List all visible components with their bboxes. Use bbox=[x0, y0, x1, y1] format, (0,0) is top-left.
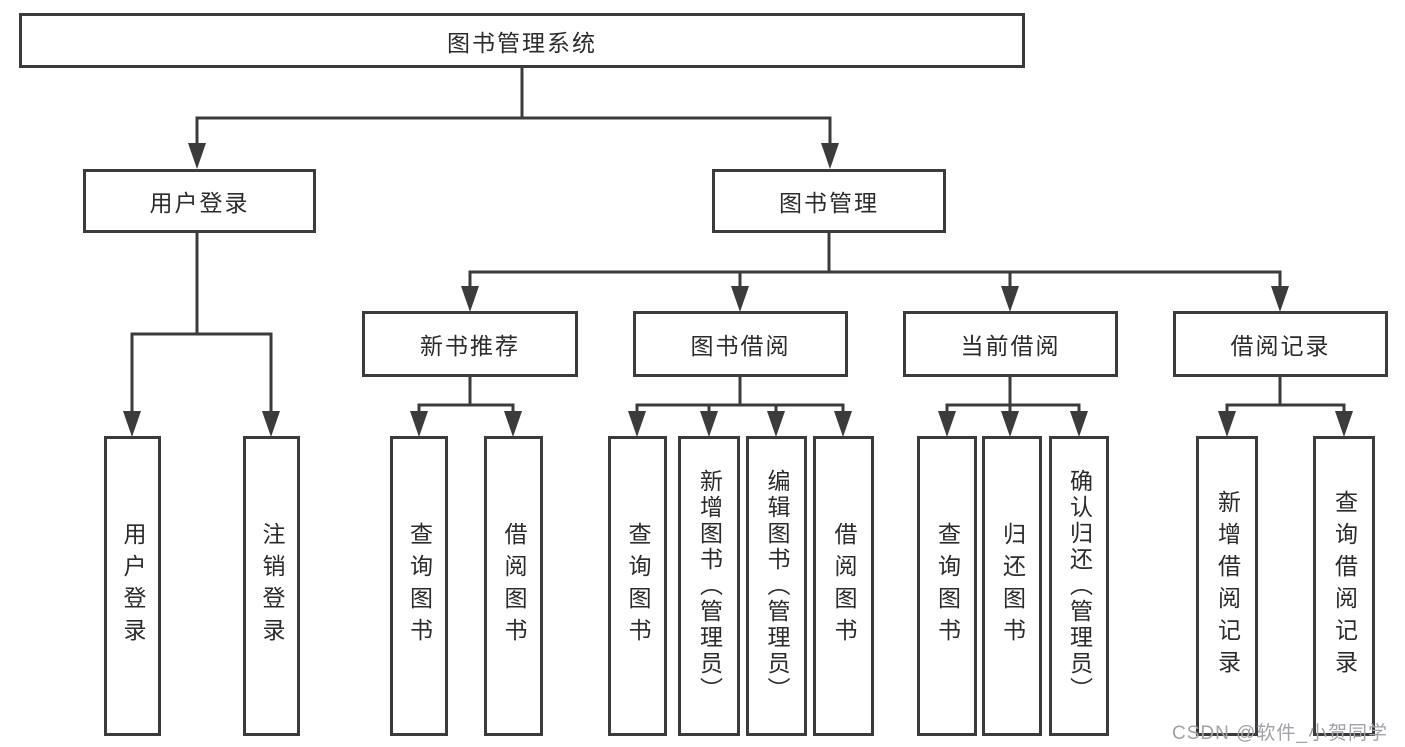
node-leaf-query-books-recommend: 查询图书 bbox=[390, 436, 448, 736]
leaf-label: 编辑图书（管理员） bbox=[764, 469, 790, 703]
arrow-down-icon bbox=[938, 411, 956, 437]
arrow-down-icon bbox=[410, 411, 428, 437]
arrow-down-icon bbox=[1335, 411, 1353, 437]
leaf-label: 查询借阅记录 bbox=[1331, 490, 1358, 682]
arrow-down-icon bbox=[1271, 286, 1289, 312]
arrow-down-icon bbox=[188, 143, 206, 169]
arrow-down-icon bbox=[504, 411, 522, 437]
leaf-label: 新增图书（管理员） bbox=[696, 469, 723, 703]
arrow-down-icon bbox=[461, 286, 479, 312]
node-leaf-logout: 注销登录 bbox=[243, 436, 300, 736]
node-borrow-records: 借阅记录 bbox=[1173, 311, 1388, 377]
node-root-system: 图书管理系统 bbox=[19, 13, 1025, 68]
arrow-down-icon bbox=[123, 411, 141, 437]
node-leaf-user-login: 用户登录 bbox=[104, 436, 161, 736]
leaf-label: 查询图书 bbox=[934, 522, 961, 650]
leaf-label: 确认归还（管理员） bbox=[1066, 469, 1093, 703]
csdn-watermark: CSDN @软件_小贺同学 bbox=[1172, 723, 1388, 744]
node-current-borrow: 当前借阅 bbox=[903, 311, 1118, 377]
leaf-label: 注销登录 bbox=[259, 522, 285, 650]
node-user-login: 用户登录 bbox=[83, 169, 316, 233]
arrow-down-icon bbox=[731, 286, 749, 312]
connector-recommend-branch bbox=[417, 377, 515, 416]
leaf-label: 归还图书 bbox=[999, 522, 1026, 650]
arrow-down-icon bbox=[1001, 286, 1019, 312]
leaf-label: 查询图书 bbox=[406, 522, 433, 650]
node-leaf-borrow-books: 借阅图书 bbox=[813, 436, 874, 736]
node-leaf-add-books-admin: 新增图书（管理员） bbox=[678, 436, 740, 736]
arrow-down-icon bbox=[821, 143, 839, 169]
node-leaf-borrow-books-recommend: 借阅图书 bbox=[484, 436, 543, 736]
node-leaf-add-borrow-record: 新增借阅记录 bbox=[1196, 436, 1258, 736]
node-leaf-query-books-current: 查询图书 bbox=[917, 436, 977, 736]
arrow-down-icon bbox=[1001, 411, 1019, 437]
leaf-label: 用户登录 bbox=[120, 522, 146, 650]
node-new-book-recommend: 新书推荐 bbox=[362, 311, 578, 377]
node-leaf-edit-books-admin: 编辑图书（管理员） bbox=[746, 436, 807, 736]
connector-user-login-branch bbox=[130, 233, 273, 416]
arrow-down-icon bbox=[834, 411, 852, 437]
connector-management-branch bbox=[468, 233, 1282, 292]
node-leaf-query-borrow-record: 查询借阅记录 bbox=[1313, 436, 1375, 736]
leaf-label: 查询图书 bbox=[625, 522, 651, 650]
arrow-down-icon bbox=[1070, 411, 1088, 437]
node-book-management: 图书管理 bbox=[712, 169, 946, 233]
leaf-label: 新增借阅记录 bbox=[1214, 490, 1241, 682]
arrow-down-icon bbox=[767, 411, 785, 437]
connector-records-branch bbox=[1225, 377, 1346, 416]
arrow-down-icon bbox=[700, 411, 718, 437]
node-book-borrow: 图书借阅 bbox=[633, 311, 848, 377]
connector-borrow-branch bbox=[635, 377, 845, 416]
connector-root-branch bbox=[195, 67, 832, 148]
arrow-down-icon bbox=[1218, 411, 1236, 437]
node-leaf-return-books: 归还图书 bbox=[982, 436, 1042, 736]
leaf-label: 借阅图书 bbox=[831, 522, 857, 650]
arrow-down-icon bbox=[628, 411, 646, 437]
arrow-down-icon bbox=[262, 411, 280, 437]
connector-current-branch bbox=[945, 377, 1081, 416]
leaf-label: 借阅图书 bbox=[501, 522, 527, 650]
node-leaf-query-books: 查询图书 bbox=[608, 436, 667, 736]
node-leaf-confirm-return-admin: 确认归还（管理员） bbox=[1049, 436, 1109, 736]
